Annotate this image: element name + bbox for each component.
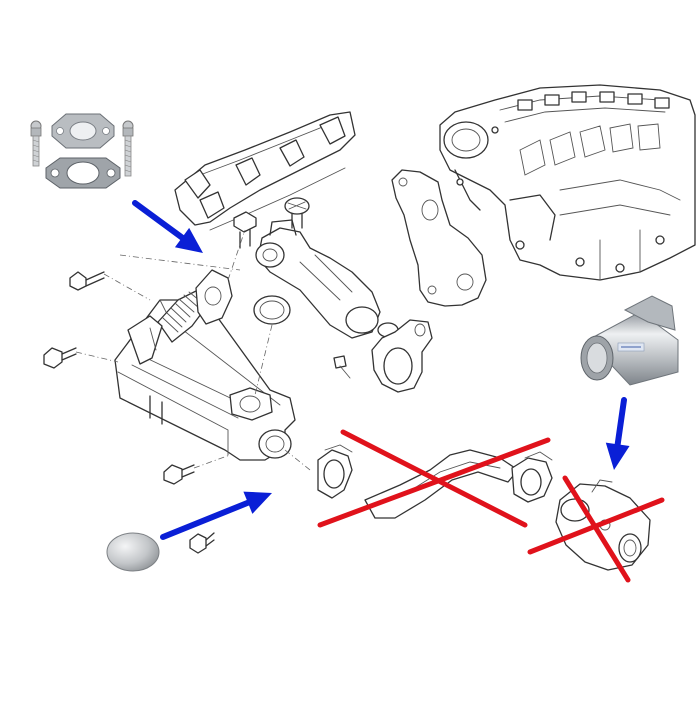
gasket-bolt-right xyxy=(122,120,134,177)
pipe-connector-photo xyxy=(580,295,679,386)
blue-arrow-2 xyxy=(160,491,272,540)
crosses-layer xyxy=(317,429,665,583)
bolt-1 xyxy=(233,211,257,249)
blue-arrow-1 xyxy=(132,200,203,253)
exhaust-manifold-drawing xyxy=(174,111,356,231)
bolt-top-left xyxy=(69,271,105,291)
red-cross-egr-pipe-with-clamps xyxy=(317,429,551,528)
cross-line-1 xyxy=(340,429,528,528)
arrows-layer xyxy=(132,200,630,540)
mounting-bracket-drawing xyxy=(391,169,487,307)
arrow-shaft xyxy=(132,200,186,241)
cross-line-1 xyxy=(562,475,631,583)
arrow-shaft xyxy=(614,397,627,448)
bolt-left xyxy=(43,347,77,369)
leader-line xyxy=(193,454,231,469)
arrow-head xyxy=(174,227,203,253)
red-cross-egr-valve-housing xyxy=(527,475,665,583)
gasket-bolt-left xyxy=(30,120,42,167)
arrow-shaft xyxy=(160,499,251,540)
leader-line xyxy=(284,449,311,471)
core-plug-photo xyxy=(106,532,160,572)
blanking-plate xyxy=(51,113,115,149)
bolt-bottom xyxy=(189,532,215,554)
leader-line xyxy=(103,273,151,301)
clamp-bracket-drawing xyxy=(333,319,433,393)
egr-valve-drawing xyxy=(233,197,399,339)
leader-line xyxy=(75,351,119,363)
cross-line-2 xyxy=(527,497,665,555)
egr-cooler-drawing xyxy=(114,269,296,461)
blue-arrow-3 xyxy=(605,397,630,470)
gasket xyxy=(45,157,121,189)
leader-line xyxy=(227,229,246,281)
bolt-lower-left xyxy=(163,464,195,485)
engine-block-drawing xyxy=(439,84,696,281)
gasket-kit-photo xyxy=(26,110,138,194)
arrow-head xyxy=(605,442,630,470)
gasket-ring-drawing xyxy=(253,295,291,325)
bolt-2 xyxy=(284,197,310,229)
arrow-head xyxy=(243,491,272,514)
leader-line xyxy=(119,254,241,271)
cross-line-2 xyxy=(317,437,551,528)
